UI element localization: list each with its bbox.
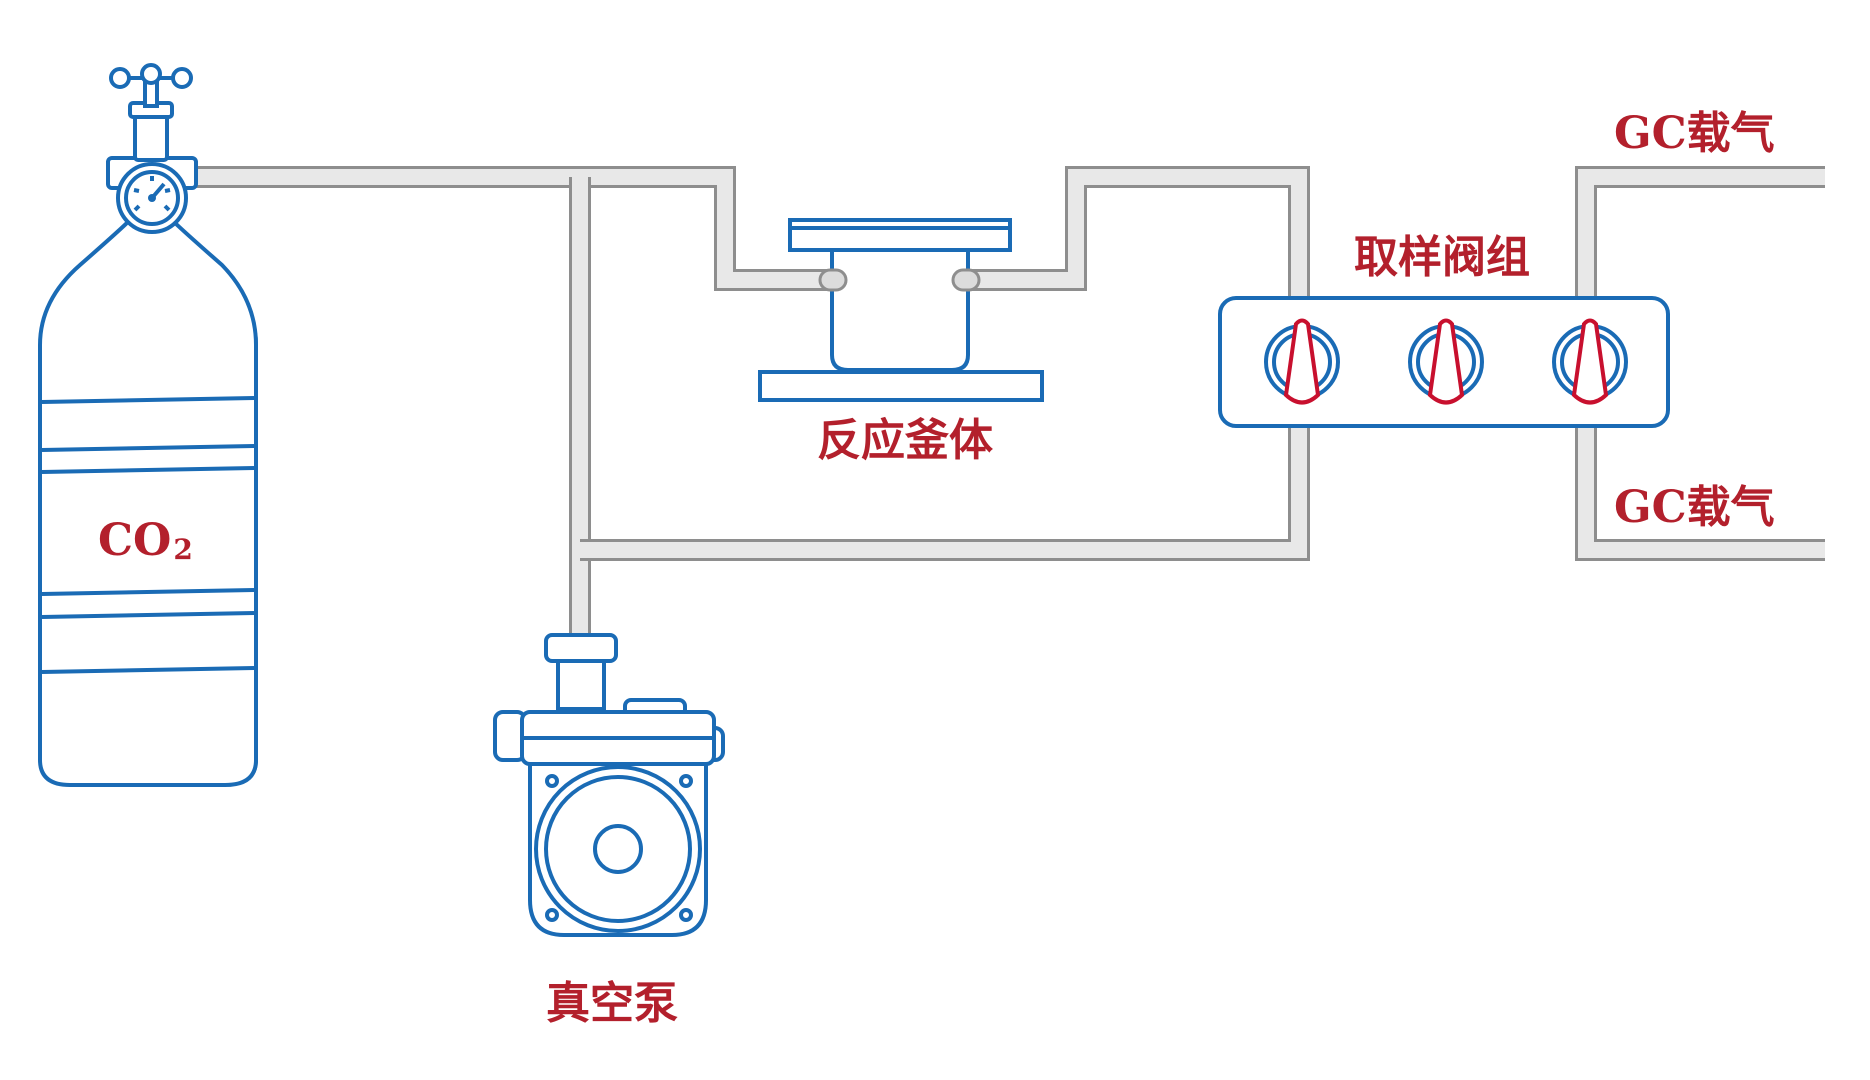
valve-1	[1264, 318, 1340, 405]
vacuum-pump-label: 真空泵	[546, 978, 678, 1029]
pipe-network	[195, 166, 1825, 650]
vacuum-pump: 真空泵	[493, 633, 725, 1029]
reactor-base	[758, 370, 1044, 402]
gc-carrier-top-label: GC载气	[1614, 108, 1775, 159]
reactor-body	[830, 248, 970, 372]
valve-handle-icon	[1283, 318, 1321, 405]
co2-cylinder: CO2	[38, 63, 258, 787]
pump-shaft	[593, 824, 643, 874]
valve-2	[1408, 318, 1484, 405]
sampling-valve-block: 取样阀组	[1218, 232, 1670, 428]
valve-handwheel-icon	[109, 63, 193, 89]
valve-handle-icon	[1427, 318, 1465, 405]
cylinder-bands	[41, 396, 255, 674]
sampling-valves-label: 取样阀组	[1354, 232, 1530, 283]
reactor-vessel: 反应釜体	[758, 218, 1044, 466]
valve-3	[1552, 318, 1628, 405]
reactor-label: 反应釜体	[817, 415, 993, 466]
co2-label: CO2	[98, 515, 193, 566]
gc-carrier-bottom-label: GC载气	[1614, 482, 1775, 533]
reactor-top-flange	[788, 218, 1012, 252]
pressure-gauge-icon	[116, 162, 188, 234]
valve-handle-icon	[1571, 318, 1609, 405]
